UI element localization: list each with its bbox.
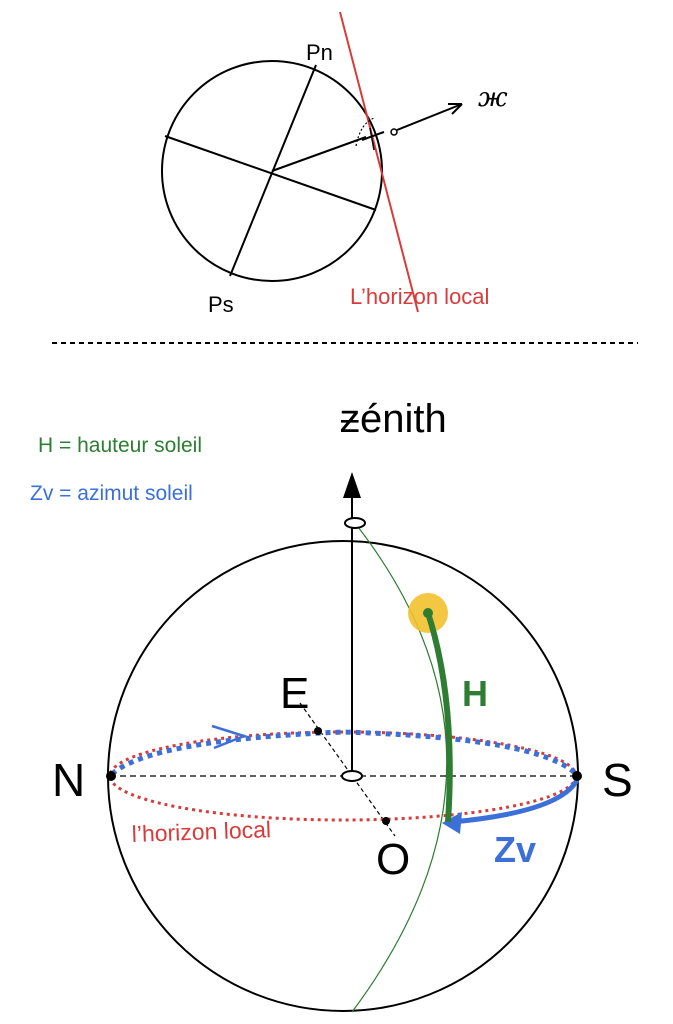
zenith-label: ƶénith [340,397,447,441]
height-symbol: H [462,673,488,714]
local-horizon-tangent [339,11,419,313]
sphere-diagram: H = hauteur soleil Zv = azimut soleil ƶé… [30,397,633,1013]
legend-azimuth: Zv = azimut soleil [30,482,193,505]
pole-north-label: Pn [306,40,333,65]
azimuth-symbol: Zv [494,829,536,870]
zenith-axis-arrowhead [343,472,361,498]
height-arc [425,612,453,823]
north-point [106,771,116,781]
earth-diagram: Pn Ps ж L’horizon local [161,11,508,317]
south-point [572,771,582,781]
sun-meridian [351,522,448,1013]
observer-figure [355,117,398,153]
north-label: N [52,754,85,806]
zenith-symbol-small: ж [478,83,508,113]
pole-south-label: Ps [208,292,234,317]
south-label: S [602,754,633,806]
west-point [382,817,390,825]
east-label: E [280,669,309,718]
azimuth-solid-arc [451,778,580,825]
zenith-vector [396,103,463,131]
zenith-arrowhead [448,103,463,115]
azimuth-arrowhead [442,812,462,834]
bottom-horizon-label: l’horizon local [131,816,271,847]
east-west-line [299,702,396,837]
observer-radius [271,136,367,172]
zenith-point [344,517,366,529]
azimuth-direction-arrow [211,724,248,750]
top-horizon-label: L’horizon local [350,284,489,309]
equator-line [164,135,377,211]
azimuth-dotted-arc [110,729,578,776]
legend-height: H = hauteur soleil [38,434,202,457]
east-point [314,727,322,735]
west-label: O [376,835,410,884]
sphere-center [341,770,363,782]
